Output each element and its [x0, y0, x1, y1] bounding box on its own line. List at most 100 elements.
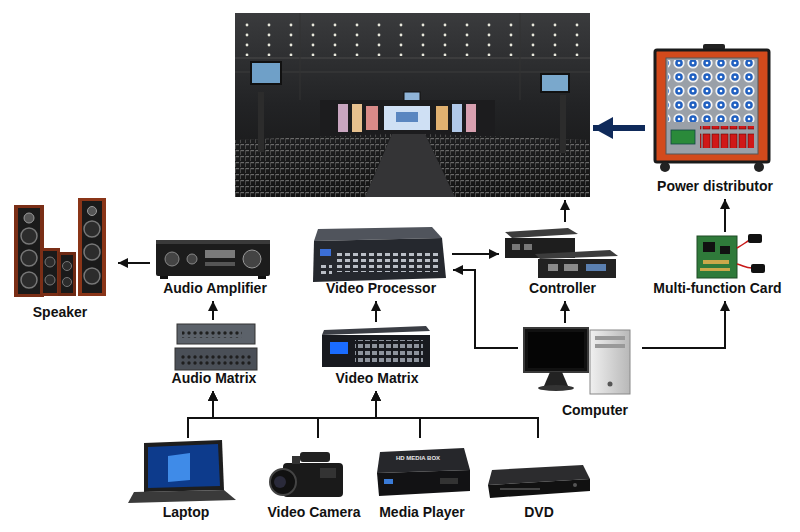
laptop-icon-part: [144, 440, 224, 492]
device-print: HD MEDIA BOX: [396, 455, 440, 462]
device-label: Media Player: [379, 504, 465, 520]
device-label: Video Camera: [267, 504, 360, 520]
video-camera-icon: [270, 452, 343, 497]
device-node: Audio Amplifier: [150, 234, 280, 298]
controller-icon-part: [586, 264, 606, 271]
speaker-icon-part: [14, 205, 44, 297]
venue-photo-part: [251, 62, 281, 84]
device-node: DVD: [485, 438, 593, 522]
venue-photo-part: [352, 104, 362, 132]
speaker-icon-part: [84, 244, 100, 260]
venue-photo-part: [235, 72, 590, 73]
video-processor-icon-part: [320, 249, 331, 256]
speaker-icon-part: [40, 248, 60, 296]
video-processor-icon-part: [336, 252, 438, 272]
device-label: Computer: [562, 402, 628, 418]
device-node: Multi-function Card: [649, 232, 785, 298]
multifunction-card-icon-part: [703, 242, 715, 252]
power-distributor-icon: [655, 44, 769, 172]
amplifier-icon-part: [156, 240, 270, 276]
audio-matrix-icon-part: [177, 324, 255, 344]
amplifier-icon-part: [165, 252, 179, 266]
media-player-icon-part: [377, 470, 470, 496]
controller-icon-part: [524, 244, 532, 250]
video-matrix-icon-part: [330, 342, 348, 354]
signal-arrow: [564, 301, 566, 323]
amplifier-icon: [156, 240, 270, 279]
device-node: Audio Matrix: [160, 320, 268, 388]
multifunction-card-icon-part: [720, 246, 730, 254]
signal-arrow: [188, 391, 376, 438]
signal-arrow: [213, 391, 420, 438]
device-node: Computer: [518, 323, 642, 420]
signal-arrow: [724, 199, 726, 232]
video-camera-icon-part: [292, 456, 300, 464]
multifunction-card-icon-part: [737, 264, 752, 268]
power-distributor-icon-part: [671, 130, 695, 144]
signal-arrow: [188, 391, 213, 438]
power-distributor-icon-part: [700, 126, 754, 148]
device-label: DVD: [524, 504, 554, 520]
device-node: Video Matrix: [322, 322, 432, 388]
signal-arrow: [453, 270, 518, 348]
device-label: Power distributor: [657, 178, 773, 194]
venue-photo-part: [365, 134, 455, 197]
venue-photo-part: [384, 106, 430, 130]
multifunction-card-icon-part: [748, 234, 762, 243]
speaker-icon-part: [88, 207, 97, 216]
speaker-icon-part: [84, 268, 100, 284]
video-matrix-icon-part: [322, 335, 430, 367]
computer-icon-part: [595, 336, 625, 340]
venue-photo-part: [404, 92, 420, 101]
speaker-icon-part: [63, 278, 72, 287]
device-node: Power distributor: [645, 46, 785, 196]
venue-photo-part: [560, 95, 566, 153]
signal-arrow: [376, 391, 538, 438]
controller-icon-part: [538, 259, 616, 278]
multifunction-card-icon-part: [751, 264, 765, 273]
signal-arrow: [318, 391, 376, 438]
device-label: Video Matrix: [336, 370, 419, 386]
computer-icon-part: [544, 372, 568, 386]
venue-photo-part: [338, 104, 348, 132]
device-node: Speaker: [5, 196, 115, 322]
dvd-player-icon-part: [573, 483, 577, 487]
signal-arrow: [593, 125, 645, 131]
speaker-icon-part: [21, 272, 37, 288]
device-label: Video Processor: [326, 280, 436, 296]
audio-matrix-icon: [175, 324, 257, 370]
amplifier-icon-part: [205, 250, 235, 258]
laptop-icon: [128, 440, 236, 503]
controller-icon-part: [535, 250, 618, 259]
computer-icon-part: [590, 330, 630, 394]
computer-icon-part: [595, 344, 625, 348]
signal-arrow: [212, 301, 214, 320]
speaker-icon-part: [84, 221, 100, 237]
venue-photo-part: [320, 100, 495, 136]
venue-photo-part: [396, 112, 418, 122]
media-player-icon-part: [384, 479, 393, 484]
venue-photo-part: [366, 106, 378, 130]
venue-photo-part: [258, 92, 264, 152]
amplifier-icon-part: [258, 276, 266, 279]
device-label: Audio Matrix: [172, 370, 257, 386]
venue-photo-part: [436, 106, 448, 130]
signal-arrow: [642, 301, 725, 348]
dvd-player-icon-part: [500, 488, 540, 490]
venue-photo-part: [240, 18, 585, 56]
amplifier-icon-part: [160, 276, 168, 279]
controller-icon-part: [564, 264, 578, 271]
speaker-icon-part: [43, 251, 57, 293]
audio-matrix-icon-part: [175, 348, 257, 370]
computer-icon-part: [528, 332, 584, 368]
venue-photo-part: [466, 104, 476, 132]
computer-icon-part: [524, 328, 588, 372]
venue-photo-part: [235, 13, 590, 197]
venue-photo-part: [235, 58, 590, 59]
device-label: Controller: [529, 280, 596, 296]
venue-photo-part: [300, 13, 301, 100]
computer-icon-part: [608, 382, 613, 387]
signal-arrow: [564, 200, 566, 222]
